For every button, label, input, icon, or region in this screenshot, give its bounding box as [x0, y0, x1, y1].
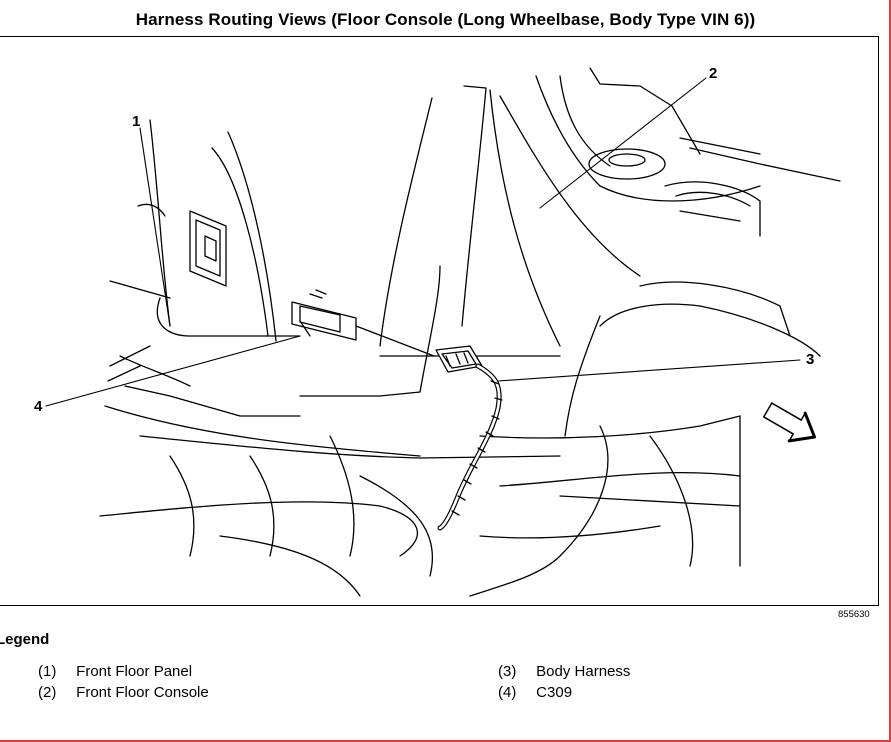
legend-title: Legend	[0, 631, 50, 648]
callout-1: 1	[132, 113, 140, 130]
callout-leaders	[45, 77, 801, 407]
legend-label: Front Floor Panel	[76, 663, 193, 680]
legend-number: (2)	[38, 684, 57, 701]
front-direction-arrow-icon	[763, 402, 817, 443]
legend-label: Body Harness	[536, 663, 631, 680]
callout-2: 2	[709, 65, 717, 82]
figure-code: 855630	[838, 609, 870, 620]
legend-item-front-floor-console: (2) Front Floor Console	[38, 684, 209, 701]
legend-item-front-floor-panel: (1) Front Floor Panel	[38, 663, 192, 680]
legend-number: (1)	[38, 663, 57, 680]
page-title: Harness Routing Views (Floor Console (Lo…	[135, 10, 756, 29]
legend-number: (4)	[498, 684, 517, 701]
console-storage-detail	[564, 137, 841, 437]
floor-carpet-contours	[99, 415, 741, 597]
diagram-frame	[0, 36, 879, 606]
harness-routing-illustration: 1 2 3 4	[34, 65, 841, 597]
legend-label: C309	[536, 684, 573, 701]
body-harness	[435, 345, 503, 531]
left-bracket	[189, 210, 227, 287]
legend-label: Front Floor Console	[76, 684, 209, 701]
front-floor-console-outline	[299, 67, 761, 397]
callout-3: 3	[806, 351, 814, 368]
legend-number: (3)	[498, 663, 517, 680]
c309-connector	[291, 289, 435, 357]
legend-item-body-harness: (3) Body Harness	[498, 663, 630, 680]
callout-4: 4	[34, 398, 43, 415]
legend-item-c309: (4) C309	[498, 684, 572, 701]
front-floor-panel-outline	[104, 119, 421, 457]
